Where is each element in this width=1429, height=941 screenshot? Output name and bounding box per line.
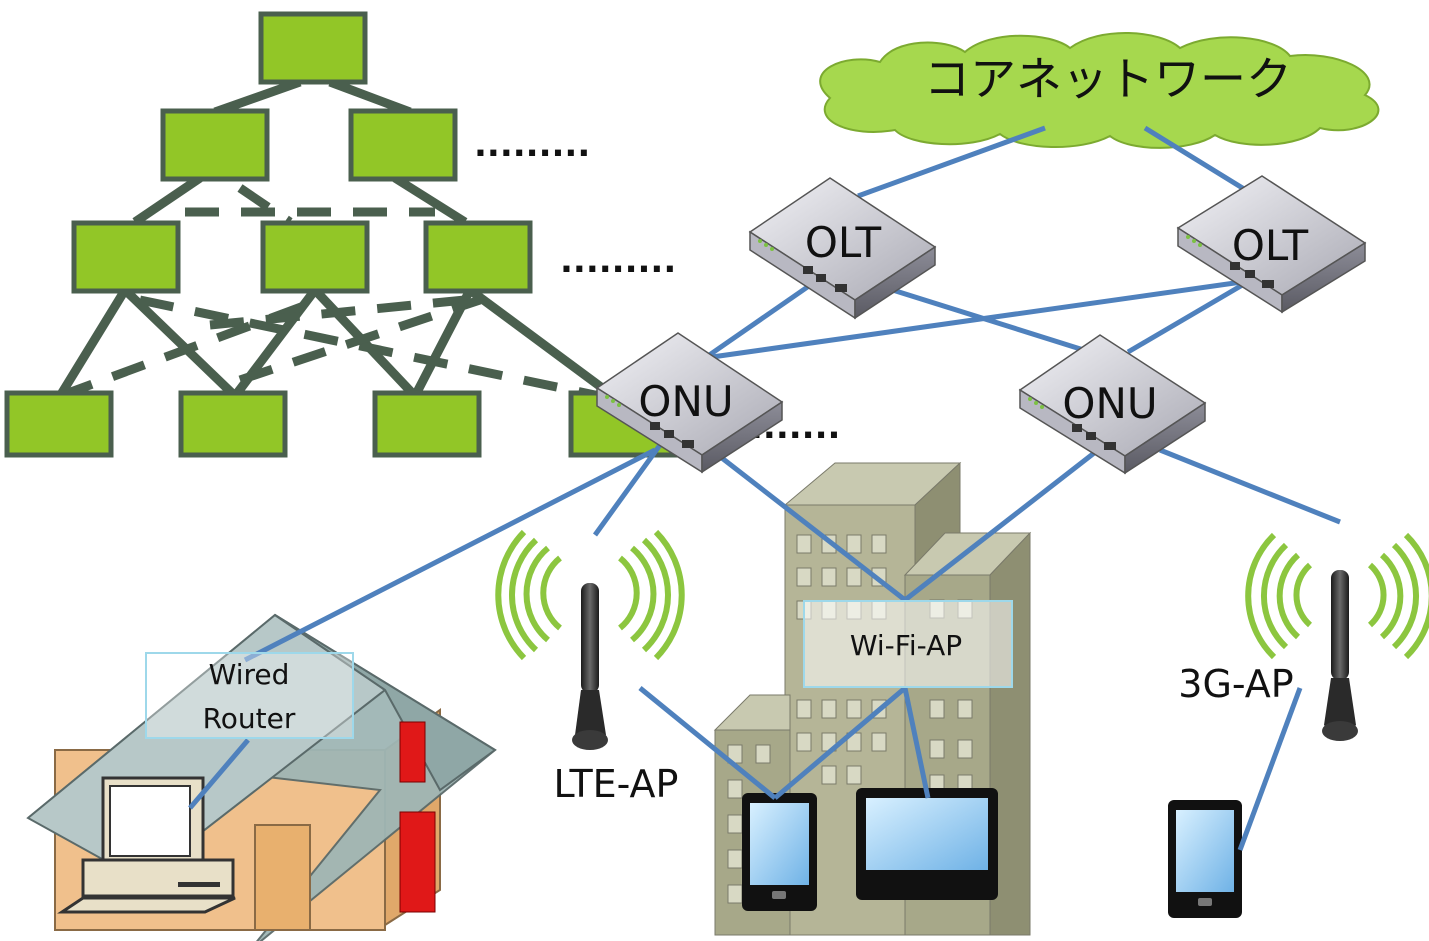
3g-ap-label: 3G-AP	[1178, 662, 1293, 706]
onu-right-device: ONU	[1018, 334, 1207, 475]
tree-node	[423, 220, 533, 294]
core-network-label: コアネットワーク	[924, 52, 1292, 106]
onu-right-label: ONU	[1062, 379, 1157, 428]
tree-node	[260, 220, 370, 294]
olt-left-device: OLT	[748, 177, 937, 320]
smartphone-icon	[742, 793, 817, 911]
3g-antenna-icon	[1322, 570, 1358, 741]
3g-radio-waves	[1245, 532, 1429, 660]
laptop-icon	[856, 788, 998, 900]
tree-node	[258, 11, 368, 85]
tree-node	[372, 390, 482, 458]
tablet-icon	[1168, 800, 1242, 918]
tree-node	[348, 108, 458, 182]
olt-right-device: OLT	[1176, 175, 1367, 314]
lte-radio-waves	[495, 529, 685, 661]
olt-left-label: OLT	[805, 218, 882, 267]
tree-edges	[56, 77, 608, 401]
onu-left-device: ONU	[595, 332, 784, 474]
tree-node	[4, 390, 114, 458]
network-links	[188, 125, 1341, 851]
tree-node	[71, 220, 181, 294]
tree-node	[160, 108, 270, 182]
wifi-ap-box: Wi-Fi-AP	[803, 600, 1013, 688]
tree-node	[178, 390, 288, 458]
lte-ap-label: LTE-AP	[554, 762, 679, 806]
onu-left-label: ONU	[638, 377, 733, 426]
wired-router-label-line1: Wired	[209, 658, 290, 691]
desktop-computer-icon	[57, 776, 236, 914]
tree-nodes	[4, 11, 678, 458]
lte-antenna-icon	[572, 583, 608, 750]
wired-router-label-line2: Router	[203, 702, 296, 735]
ellipsis-row2: .........	[560, 241, 676, 281]
olt-right-label: OLT	[1232, 221, 1309, 270]
wifi-ap-label: Wi-Fi-AP	[850, 629, 962, 662]
core-network-cloud: コアネットワーク	[819, 32, 1380, 149]
ellipsis-row1: .........	[474, 125, 590, 165]
wired-router-box: Wired Router	[145, 652, 354, 739]
